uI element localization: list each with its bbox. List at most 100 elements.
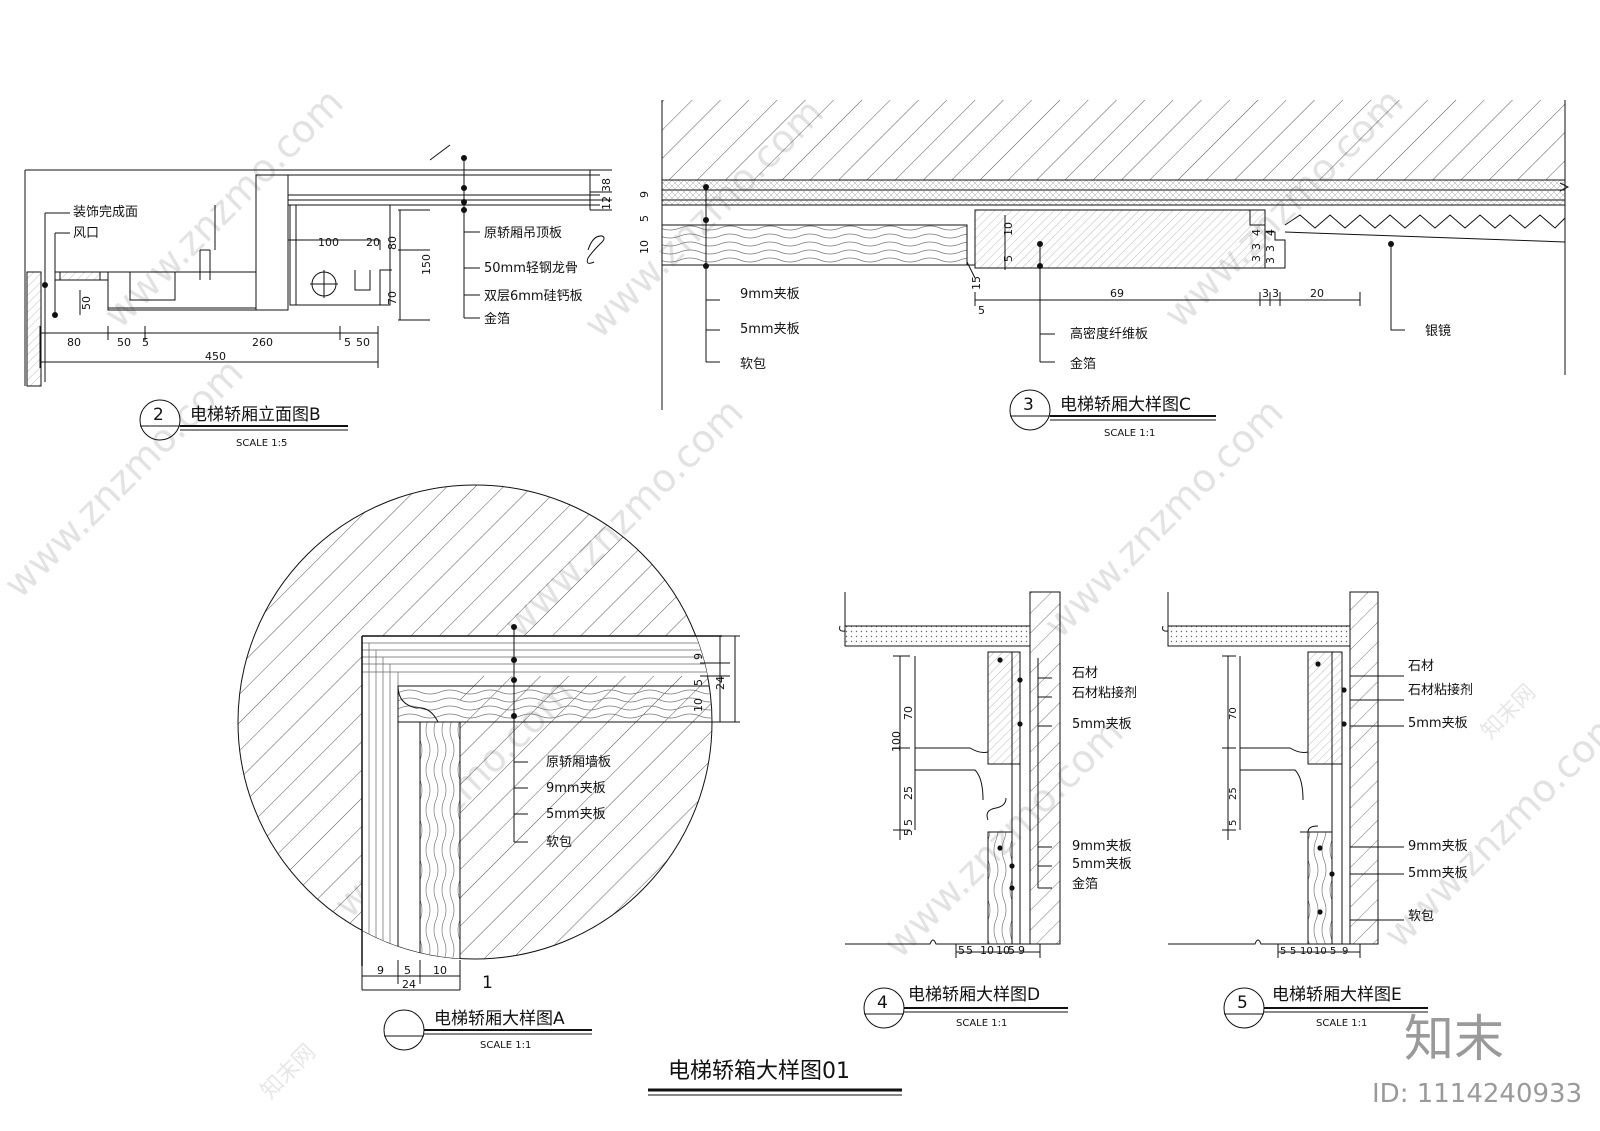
dim-text: 70 bbox=[386, 291, 399, 305]
brand-logo: 知末 bbox=[1404, 1010, 1504, 1068]
dim-text: 10 bbox=[1002, 222, 1015, 236]
view-elevation-b bbox=[24, 144, 612, 387]
dim-text: 9 bbox=[1018, 944, 1025, 957]
dim-text: 70 bbox=[1228, 707, 1239, 720]
dim-text: 150 bbox=[420, 254, 433, 275]
dim-text: 3 bbox=[1272, 287, 1279, 300]
dim-text: 5 bbox=[1290, 946, 1296, 957]
dim-text: 10 bbox=[980, 944, 994, 957]
view-elevation-b-text: 装饰完成面 风口 原轿厢吊顶板 50mm轻钢龙骨 双层6mm硅钙板 金箔 100… bbox=[67, 178, 613, 363]
label-steel-joist: 50mm轻钢龙骨 bbox=[484, 261, 578, 276]
dim-text: 10 bbox=[692, 698, 705, 712]
view-number: 2 bbox=[153, 405, 164, 425]
dim-text: 3 bbox=[1250, 255, 1263, 262]
watermark-text: 知末网 bbox=[257, 1040, 321, 1104]
dim-text: 5 bbox=[966, 944, 973, 957]
dim-text: 5 bbox=[902, 829, 915, 836]
dim-text: 5 bbox=[958, 944, 965, 957]
watermark-text: www.znzmo.com bbox=[1035, 390, 1291, 646]
label-finish-surface: 装饰完成面 bbox=[73, 205, 138, 220]
label-5mm-plywood: 5mm夹板 bbox=[1072, 717, 1132, 732]
dim-text: 10 bbox=[433, 964, 447, 977]
dim-text: 25 bbox=[902, 786, 915, 800]
dim-text: 5 bbox=[1228, 820, 1239, 826]
label-soft-pack: 软包 bbox=[546, 835, 572, 850]
dim-text: 20 bbox=[1310, 287, 1324, 300]
view-detail-a-markers bbox=[511, 624, 517, 719]
dim-text: 80 bbox=[67, 336, 81, 349]
dim-text: 24 bbox=[402, 978, 416, 991]
dim-text: 5 bbox=[1330, 946, 1336, 957]
label-5mm-plywood-b: 5mm夹板 bbox=[1408, 866, 1468, 881]
view-title: 电梯轿厢大样图E bbox=[1272, 985, 1402, 1005]
dim-text: 3 bbox=[1264, 257, 1277, 264]
dim-text: 38 bbox=[600, 178, 613, 192]
dim-text: 9 bbox=[1342, 946, 1348, 957]
dim-text: 5 bbox=[638, 215, 651, 222]
dim-text: 5 bbox=[902, 819, 915, 826]
title-block-c: 3 电梯轿厢大样图C SCALE 1:1 bbox=[1009, 389, 1216, 439]
view-detail-a-text: 原轿厢墙板 9mm夹板 5mm夹板 软包 9 5 10 24 9 5 10 24… bbox=[377, 653, 727, 993]
dim-text: 50 bbox=[117, 336, 131, 349]
label-mdf: 高密度纤维板 bbox=[1070, 326, 1148, 342]
view-detail-d-markers bbox=[997, 657, 1023, 891]
watermark-text: www.znzmo.com bbox=[0, 350, 252, 606]
view-detail-e-markers bbox=[1315, 661, 1347, 915]
dim-text: 5 bbox=[1002, 255, 1015, 262]
label-5mm-plywood: 5mm夹板 bbox=[740, 322, 800, 337]
dim-text: 25 bbox=[1228, 787, 1239, 800]
label-calcium-board: 双层6mm硅钙板 bbox=[484, 289, 583, 304]
label-5mm-plywood-b: 5mm夹板 bbox=[1072, 857, 1132, 872]
dim-text: 3 bbox=[1262, 287, 1269, 300]
dim-text: 5 bbox=[142, 336, 149, 349]
dim-text: 9 bbox=[377, 964, 384, 977]
view-elevation-b-markers bbox=[42, 155, 467, 318]
dim-text: 10 bbox=[1314, 946, 1327, 957]
label-stone-adhesive: 石材粘接剂 bbox=[1072, 685, 1137, 701]
view-number: 5 bbox=[1237, 993, 1248, 1013]
title-block-b: 2 电梯轿厢立面图B SCALE 1:5 bbox=[139, 399, 348, 449]
view-detail-c-text: 9mm夹板 5mm夹板 软包 高密度纤维板 金箔 银镜 9 5 10 10 5 … bbox=[638, 191, 1451, 372]
label-5mm-plywood: 5mm夹板 bbox=[1408, 716, 1468, 731]
dim-text: 3 bbox=[1250, 243, 1263, 250]
dim-text: 10 bbox=[1300, 946, 1313, 957]
label-stone-adhesive: 石材粘接剂 bbox=[1408, 682, 1473, 698]
dim-text: 69 bbox=[1110, 287, 1124, 300]
label-soft-pack: 软包 bbox=[740, 357, 766, 372]
view-scale: SCALE 1:5 bbox=[236, 438, 287, 449]
dim-text: 50 bbox=[356, 336, 370, 349]
view-detail-d-text: 石材 石材粘接剂 5mm夹板 9mm夹板 5mm夹板 金箔 100 70 25 … bbox=[890, 666, 1137, 957]
dim-text: 100 bbox=[318, 236, 339, 249]
label-silver-mirror: 银镜 bbox=[1425, 324, 1451, 339]
label-9mm-plywood: 9mm夹板 bbox=[546, 781, 606, 796]
view-detail-a bbox=[237, 484, 740, 991]
view-title: 电梯轿厢大样图C bbox=[1060, 395, 1191, 415]
view-detail-d bbox=[839, 591, 1061, 958]
view-number: 3 bbox=[1023, 395, 1034, 415]
brand-mark: 知末 ID: 1114240933 bbox=[1372, 1010, 1582, 1109]
dim-text: 10 bbox=[996, 944, 1010, 957]
dim-text: 80 bbox=[386, 236, 399, 250]
dim-text: 15 bbox=[970, 276, 983, 290]
view-scale: SCALE 1:1 bbox=[1316, 1018, 1367, 1029]
view-title: 电梯轿厢大样图A bbox=[434, 1009, 565, 1029]
dim-text: 5 bbox=[344, 336, 351, 349]
dim-text: 4 bbox=[1264, 229, 1277, 236]
corner-mark: 1 bbox=[482, 973, 493, 993]
label-9mm-plywood: 9mm夹板 bbox=[1408, 839, 1468, 854]
view-detail-c-markers bbox=[703, 184, 1394, 269]
view-detail-e bbox=[1162, 591, 1404, 958]
label-5mm-plywood: 5mm夹板 bbox=[546, 807, 606, 822]
sheet-title: 电梯轿箱大样图01 bbox=[668, 1059, 850, 1084]
view-detail-c bbox=[661, 100, 1570, 410]
dim-text: 24 bbox=[714, 676, 727, 690]
label-9mm-plywood: 9mm夹板 bbox=[1072, 839, 1132, 854]
title-block-a: 电梯轿厢大样图A SCALE 1:1 bbox=[383, 1009, 592, 1051]
dim-text: 4 bbox=[1250, 229, 1263, 236]
title-block-d: 4 电梯轿厢大样图D SCALE 1:1 bbox=[863, 985, 1068, 1029]
dim-text: 450 bbox=[205, 350, 226, 363]
title-block-e: 5 电梯轿厢大样图E SCALE 1:1 bbox=[1223, 985, 1428, 1029]
view-scale: SCALE 1:1 bbox=[956, 1018, 1007, 1029]
label-9mm-plywood: 9mm夹板 bbox=[740, 287, 800, 302]
id-label: ID: 1114240933 bbox=[1372, 1079, 1582, 1109]
